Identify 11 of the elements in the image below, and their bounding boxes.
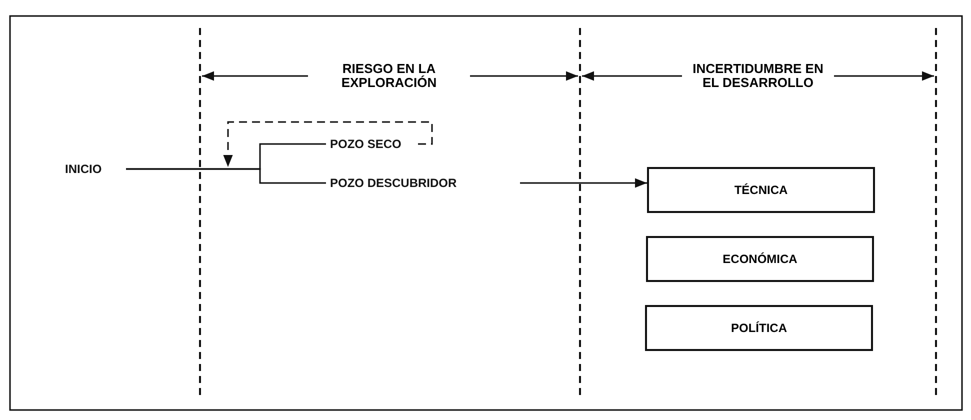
branch-label: POZO SECO [330, 137, 402, 151]
process-box: POLÍTICA [645, 305, 873, 351]
connector-line [126, 168, 326, 184]
phase-heading: RIESGO EN LA EXPLORACIÓN [308, 62, 470, 90]
process-box: ECONÓMICA [646, 236, 874, 282]
process-box: TÉCNICA [647, 167, 875, 213]
connector-arrow [223, 121, 433, 167]
start-label: INICIO [65, 162, 102, 176]
connector-arrow [520, 178, 647, 188]
branch-label: POZO DESCUBRIDOR [330, 176, 457, 190]
phase-heading: INCERTIDUMBRE EN EL DESARROLLO [682, 62, 834, 90]
